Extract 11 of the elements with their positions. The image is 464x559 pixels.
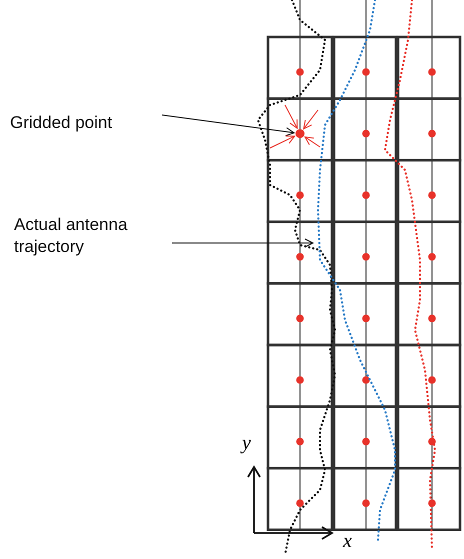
pointing-arrow xyxy=(270,136,296,148)
pointing-arrow xyxy=(304,136,320,148)
pointing-arrow xyxy=(303,110,318,130)
leader-line xyxy=(172,238,314,248)
axis-label: y xyxy=(242,432,251,455)
axis-label: x xyxy=(343,530,352,553)
callout-text: Gridded point xyxy=(10,112,170,134)
leader-line xyxy=(162,114,295,136)
pointing-arrow xyxy=(284,104,298,129)
grid-point xyxy=(296,129,304,138)
callout-text: Actual antenna trajectory xyxy=(14,214,174,258)
